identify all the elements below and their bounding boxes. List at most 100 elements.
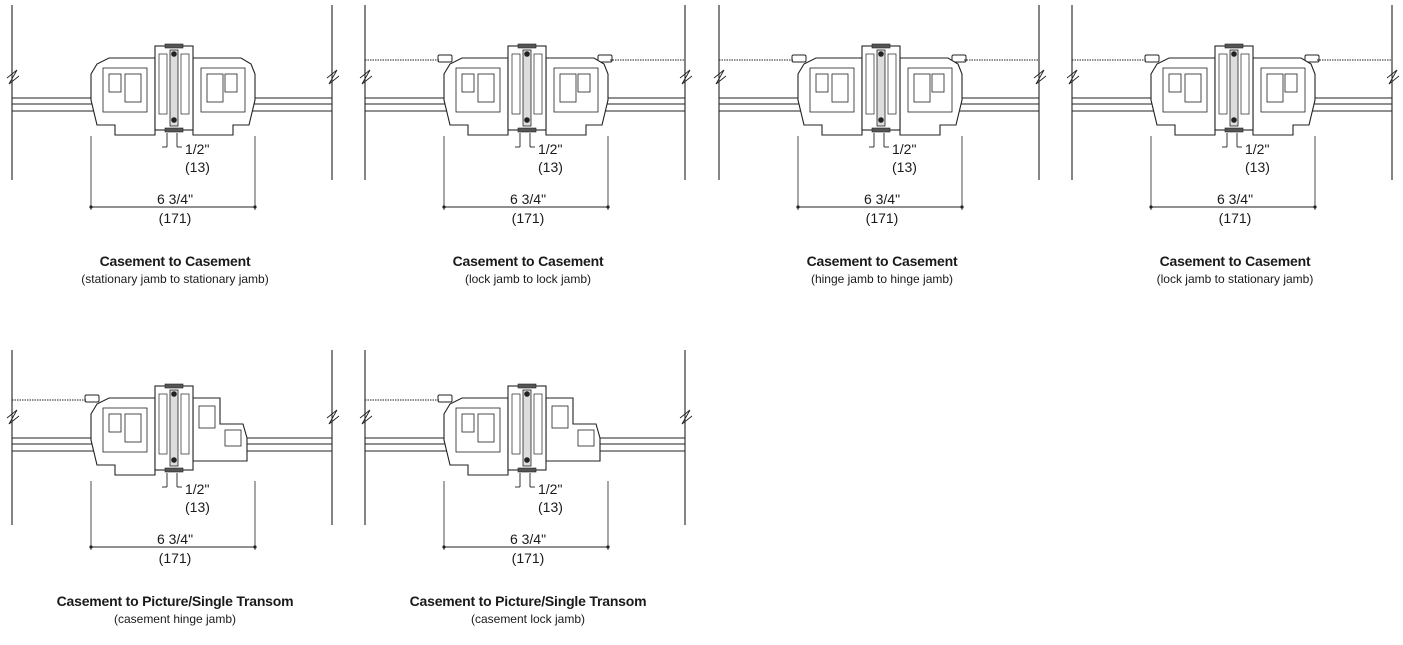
frame-chamber-left-inner [461, 73, 475, 93]
steel-reinforcement [522, 49, 532, 127]
gap-dimension-inches: 1/2" [538, 141, 563, 157]
frame-chamber-right-inner [577, 73, 591, 93]
detail-panel-4: 1/2" (13) 6 3/4" (171) Casement to Casem… [1065, 0, 1403, 300]
break-mark-right [326, 69, 340, 85]
mullion-cap-top [517, 43, 537, 49]
break-mark-left [359, 69, 373, 85]
width-dimension-inches: 6 3/4" [156, 191, 194, 207]
mullion-chamber-right [887, 53, 897, 115]
mullion-chamber-right [533, 53, 543, 115]
width-dim-dot-right [1313, 205, 1317, 209]
frame-chamber-left-inner [124, 73, 142, 103]
width-dimension-inches: 6 3/4" [156, 531, 194, 547]
gap-dimension-inches: 1/2" [185, 141, 210, 157]
detail-caption: Casement to Casement (lock jamb to stati… [1065, 253, 1403, 286]
frame-chamber-left-inner [461, 413, 475, 433]
width-dim-dot-left [796, 205, 800, 209]
screen-clip-right [951, 54, 967, 63]
width-dim-dot-left [89, 205, 93, 209]
frame-chamber-right [577, 429, 595, 447]
frame-chamber-right-inner [931, 73, 945, 93]
detail-subtitle: (lock jamb to lock jamb) [464, 272, 592, 286]
frame-chamber-left [455, 67, 501, 113]
gap-dimension-mm: (13) [1245, 159, 1270, 175]
frame-profile-left [90, 397, 156, 476]
width-dimension-mm: (171) [158, 550, 192, 566]
detail-caption: Casement to Casement (lock jamb to lock … [358, 253, 698, 286]
frame-chamber-left [102, 67, 148, 113]
mullion-chamber-right [1240, 53, 1250, 115]
gap-dimension-mm: (13) [185, 159, 210, 175]
fastener-top [878, 51, 884, 57]
detail-caption: Casement to Picture/Single Transom (case… [358, 593, 698, 626]
frame-chamber-left-inner [108, 73, 122, 93]
frame-chamber-right-inner [1284, 73, 1298, 93]
mullion-chamber-left [158, 393, 168, 455]
screen-clip-right [597, 54, 613, 63]
mullion-cap-top [517, 383, 537, 389]
break-mark-left [1066, 69, 1080, 85]
frame-profile-left [1150, 57, 1216, 136]
detail-caption: Casement to Casement (hinge jamb to hing… [712, 253, 1052, 286]
break-mark-left [6, 409, 20, 425]
mullion-section-drawing [359, 5, 693, 210]
mullion-cap-top [871, 43, 891, 49]
gap-dimension-inches: 1/2" [538, 481, 563, 497]
gap-dimension-inches: 1/2" [892, 141, 917, 157]
steel-reinforcement [169, 389, 179, 467]
steel-reinforcement [169, 49, 179, 127]
frame-profile-right [545, 57, 609, 136]
screen-clip-right [1304, 54, 1320, 63]
width-dim-dot-right [960, 205, 964, 209]
screen-clip-left [437, 54, 453, 63]
width-dim-dot-left [442, 205, 446, 209]
break-mark-right [679, 409, 693, 425]
frame-chamber-right-inner [559, 73, 577, 103]
fastener-top [171, 51, 177, 57]
mullion-chamber-left [511, 53, 521, 115]
mullion-cap-bottom [517, 127, 537, 133]
detail-panel-1: 1/2" (13) 6 3/4" (171) Casement to Casem… [5, 0, 345, 300]
detail-panel-2: 1/2" (13) 6 3/4" (171) Casement to Casem… [358, 0, 698, 300]
detail-title: Casement to Casement [1159, 253, 1311, 269]
frame-chamber-left-inner [108, 413, 122, 433]
fastener-bottom [878, 117, 884, 123]
frame-chamber-right [551, 405, 569, 429]
frame-chamber-right [1260, 67, 1306, 113]
break-mark-left [713, 69, 727, 85]
width-dimension-mm: (171) [1218, 210, 1252, 226]
frame-chamber-left-inner [477, 413, 495, 443]
fastener-top [171, 391, 177, 397]
frame-chamber-right [200, 67, 246, 113]
frame-chamber-left [809, 67, 855, 113]
steel-reinforcement [522, 389, 532, 467]
break-mark-left [359, 409, 373, 425]
mullion-chamber-left [1218, 53, 1228, 115]
mullion-cap-bottom [517, 467, 537, 473]
frame-chamber-left-inner [1184, 73, 1202, 103]
break-mark-left [6, 69, 20, 85]
mullion-cap-bottom [1224, 127, 1244, 133]
frame-profile-left [443, 397, 509, 476]
frame-chamber-left-inner [815, 73, 829, 93]
frame-profile-left [797, 57, 863, 136]
frame-profile-right [192, 397, 248, 462]
frame-chamber-right [224, 429, 242, 447]
mullion-chamber-right [180, 393, 190, 455]
width-dim-dot-right [253, 545, 257, 549]
gap-dimension-inches: 1/2" [1245, 141, 1270, 157]
frame-chamber-right [198, 405, 216, 429]
detail-title: Casement to Picture/Single Transom [56, 593, 294, 609]
screen-clip-left [437, 394, 453, 403]
frame-chamber-right-inner [913, 73, 931, 103]
frame-chamber-right-inner [206, 73, 224, 103]
mullion-section-drawing [359, 350, 693, 550]
gap-dimension-mm: (13) [538, 159, 563, 175]
frame-profile-left [443, 57, 509, 136]
detail-title: Casement to Casement [99, 253, 251, 269]
frame-chamber-left-inner [124, 413, 142, 443]
frame-profile-right [545, 397, 601, 462]
width-dimension-inches: 6 3/4" [1216, 191, 1254, 207]
fastener-bottom [524, 457, 530, 463]
gap-dimension-inches: 1/2" [185, 481, 210, 497]
